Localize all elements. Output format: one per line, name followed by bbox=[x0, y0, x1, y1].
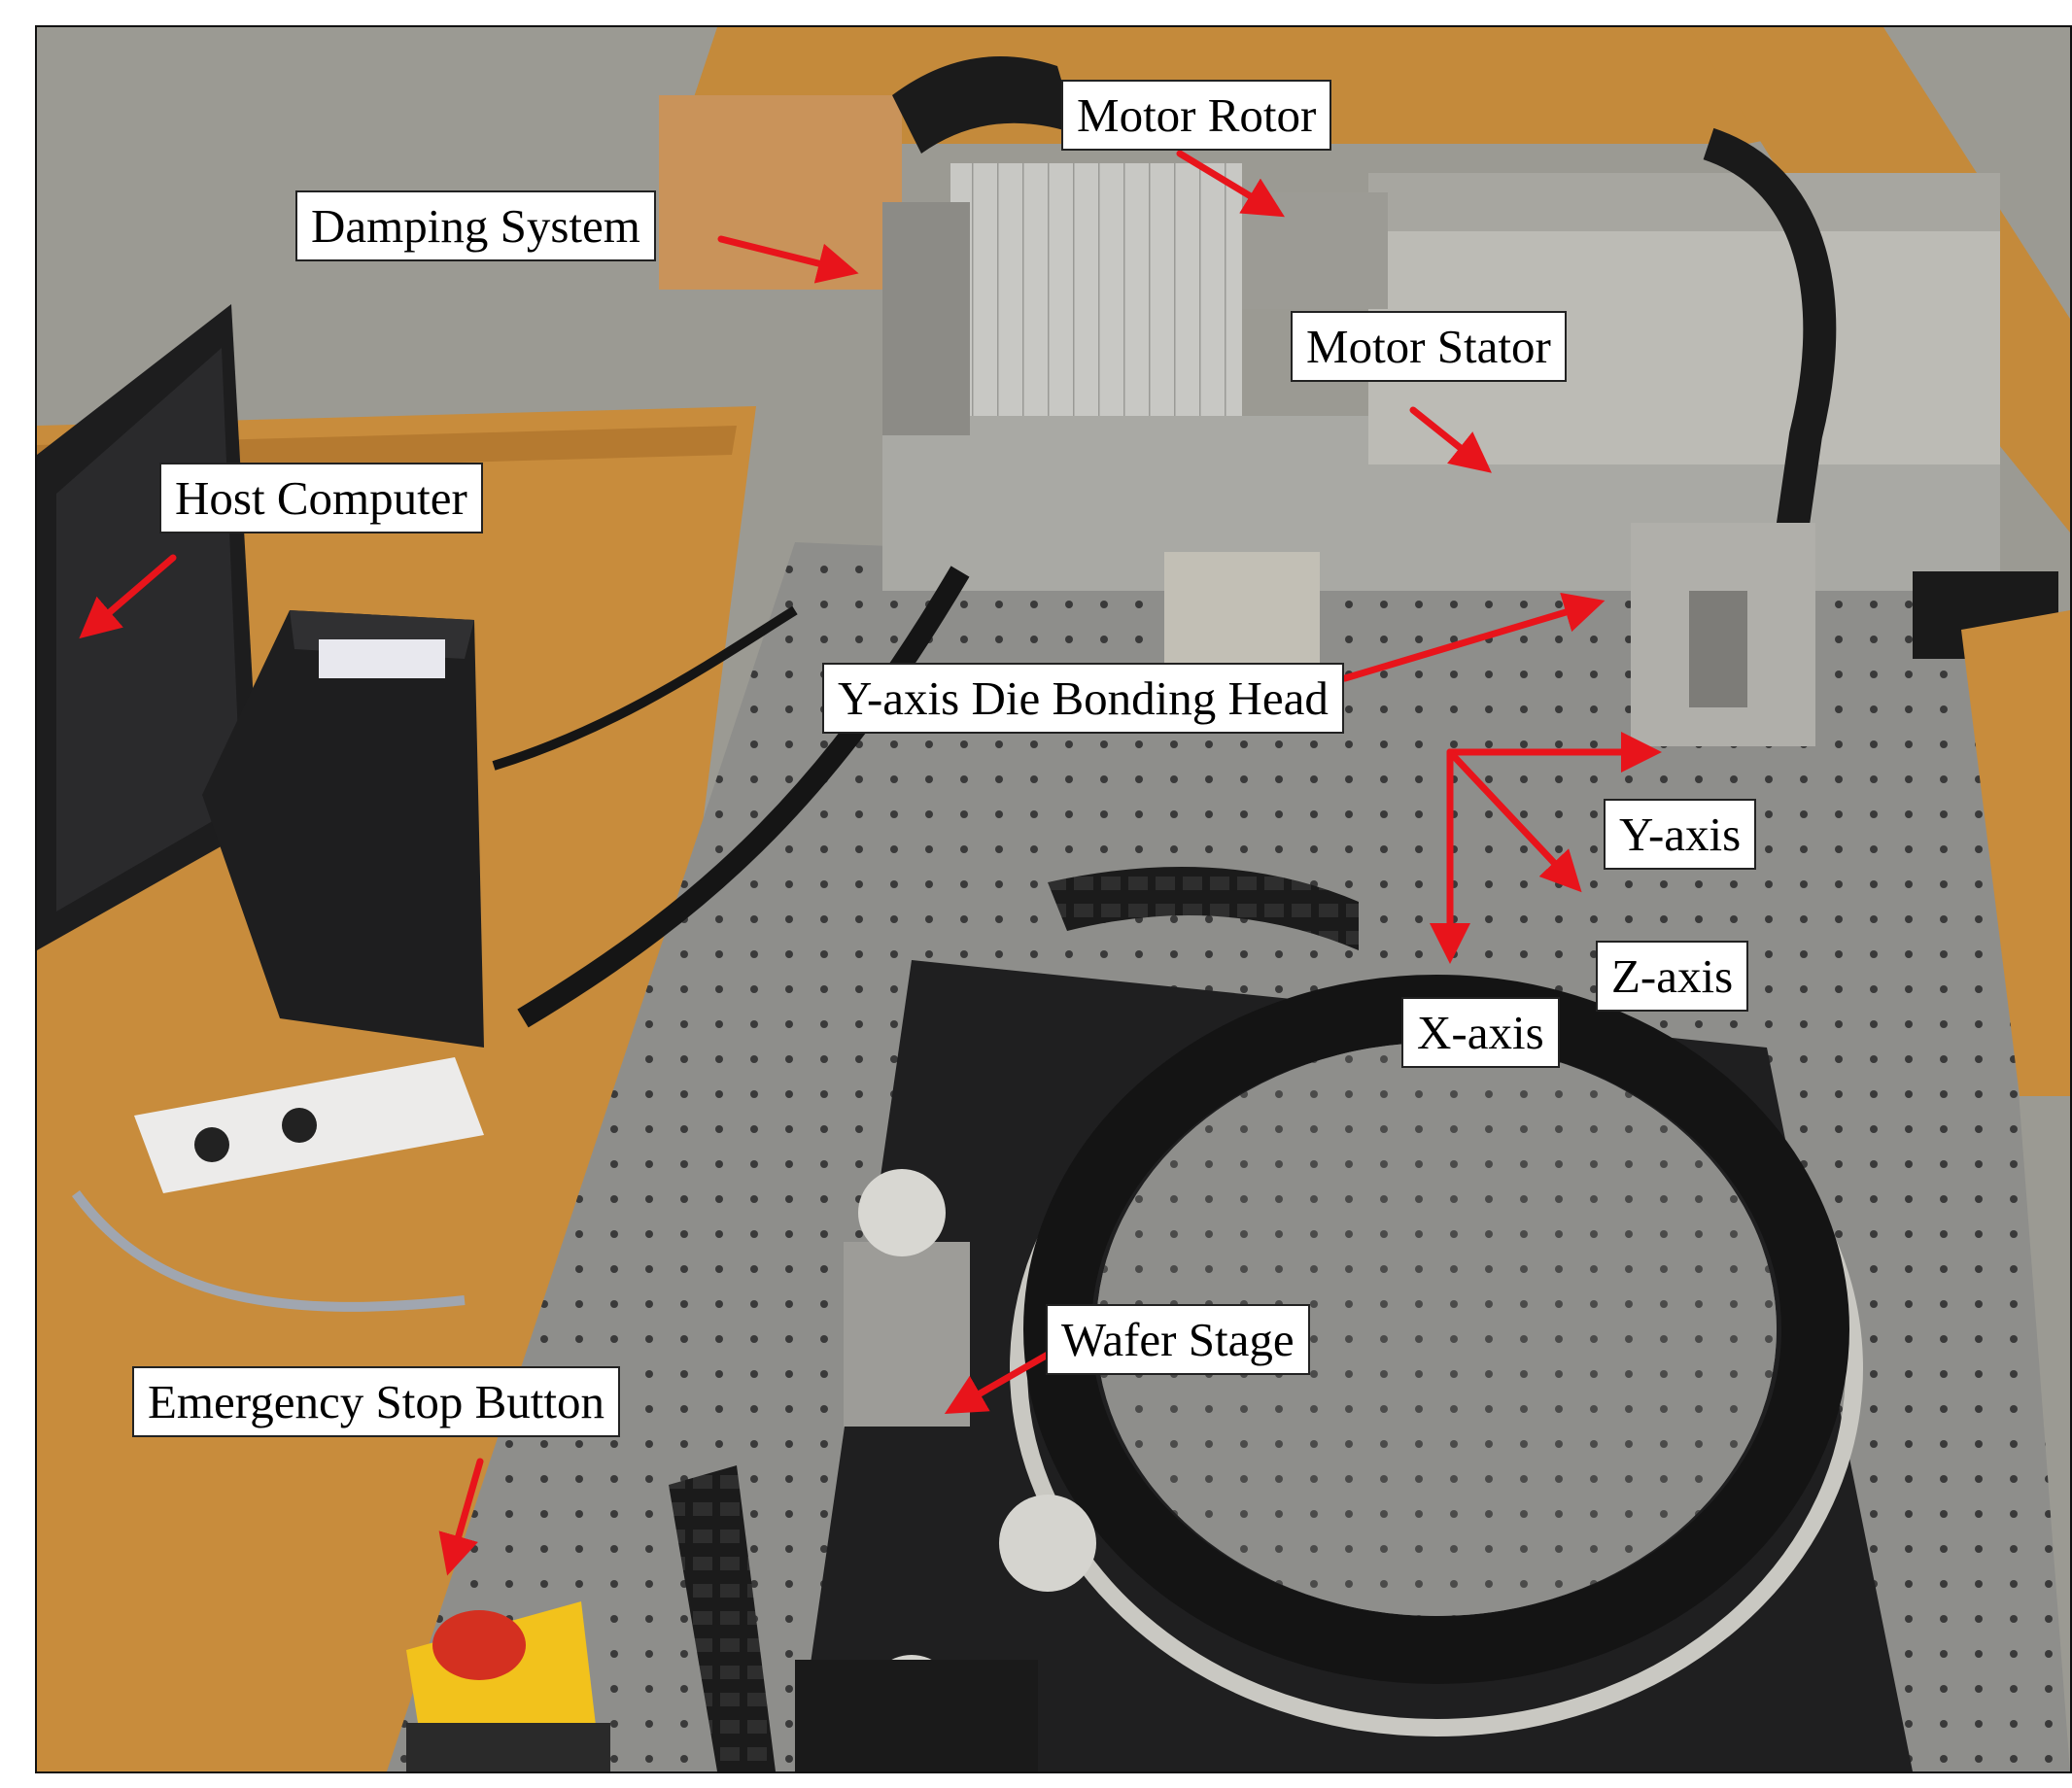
label-damping-system: Damping System bbox=[295, 190, 656, 261]
label-y-axis: Y-axis bbox=[1604, 799, 1757, 870]
estop-button bbox=[432, 1610, 526, 1680]
stage-motor bbox=[844, 1242, 970, 1427]
damping-heatsink bbox=[950, 163, 1242, 416]
lab-photo bbox=[37, 27, 2070, 1771]
photo-frame: Damping System Motor Rotor Motor Stator … bbox=[35, 25, 2072, 1773]
label-emergency-stop-button: Emergency Stop Button bbox=[132, 1366, 620, 1437]
label-wafer-stage: Wafer Stage bbox=[1046, 1304, 1310, 1375]
label-x-axis: X-axis bbox=[1401, 997, 1560, 1068]
label-host-computer: Host Computer bbox=[159, 463, 483, 533]
cardboard-box bbox=[659, 95, 902, 290]
label-motor-stator: Motor Stator bbox=[1291, 311, 1567, 382]
label-y-axis-die-bonding-head: Y-axis Die Bonding Head bbox=[822, 663, 1344, 734]
label-motor-rotor: Motor Rotor bbox=[1061, 80, 1332, 151]
host-computer-case bbox=[202, 610, 484, 1048]
label-z-axis: Z-axis bbox=[1596, 941, 1749, 1012]
